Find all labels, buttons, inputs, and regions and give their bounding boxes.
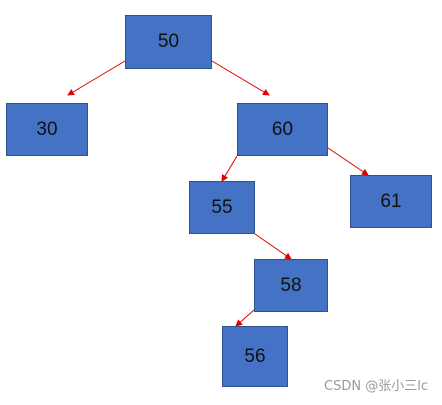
edge-55-to-58 xyxy=(254,233,292,260)
edge-60-to-55 xyxy=(221,155,238,182)
tree-node-61: 61 xyxy=(350,175,432,228)
tree-node-56: 56 xyxy=(222,326,288,387)
edge-58-to-56 xyxy=(235,309,255,327)
tree-node-58: 58 xyxy=(254,259,328,312)
edge-60-to-61 xyxy=(327,147,369,176)
edge-50-to-30 xyxy=(67,60,126,96)
tree-node-30: 30 xyxy=(6,103,88,156)
tree-node-50: 50 xyxy=(125,15,212,69)
edge-50-to-60 xyxy=(211,60,270,96)
watermark: CSDN @张小三lc xyxy=(324,379,428,394)
tree-node-60: 60 xyxy=(237,103,328,156)
tree-node-55: 55 xyxy=(189,181,255,234)
